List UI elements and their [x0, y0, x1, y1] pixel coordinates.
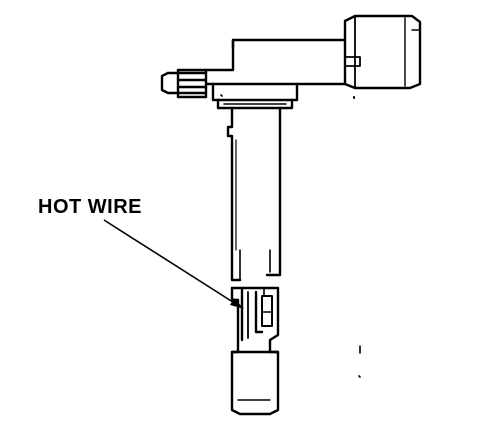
hot-wire-element: [230, 286, 280, 354]
sensor-stem: [226, 106, 282, 282]
scan-marks: [220, 94, 361, 378]
electrical-connector: [160, 14, 422, 99]
callout-leader-arrow: [103, 219, 244, 309]
sensor-tip: [230, 350, 280, 416]
hot-wire-label: HOT WIRE: [38, 196, 142, 218]
mounting-flange: [211, 82, 299, 110]
